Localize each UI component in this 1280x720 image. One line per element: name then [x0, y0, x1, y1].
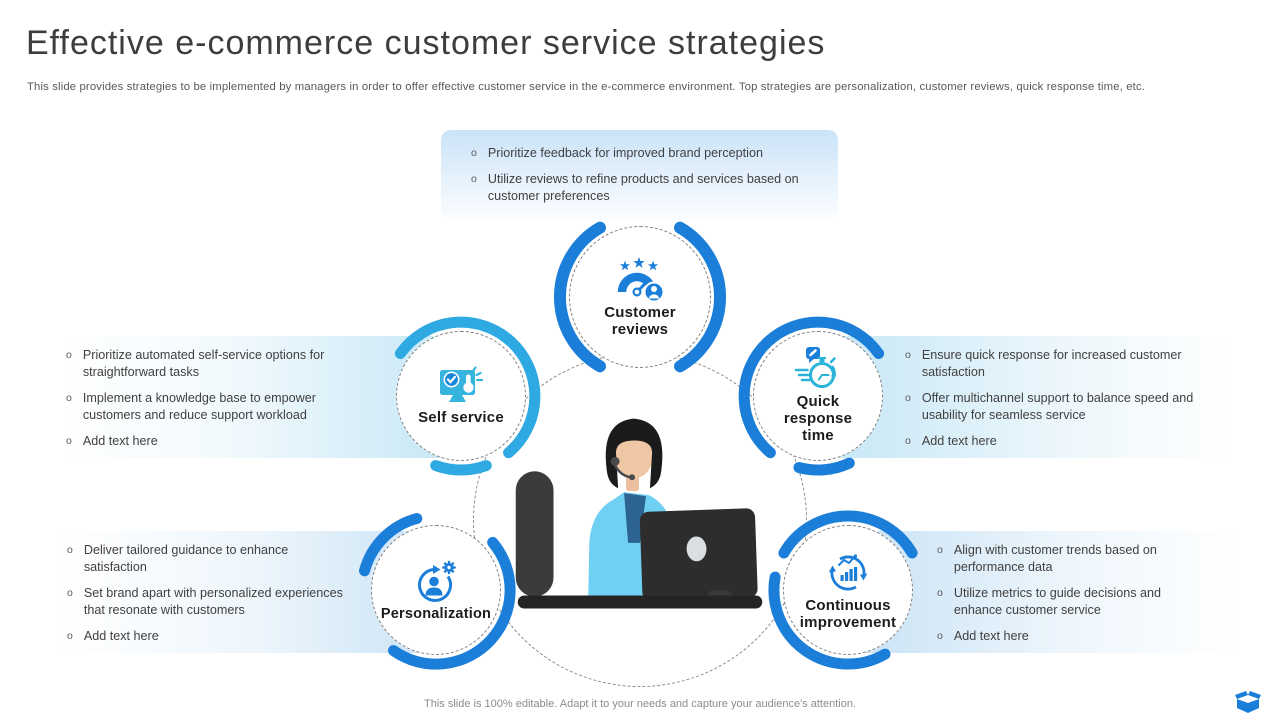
- list-item: o Prioritize automated self-service opti…: [66, 347, 455, 381]
- bullet-text: Offer multichannel support to balance sp…: [921, 391, 1194, 422]
- bullet-marker: o: [905, 349, 911, 361]
- bullet-text: Utilize reviews to refine products and s…: [487, 172, 799, 203]
- list-item: o Add text here: [67, 628, 451, 645]
- bullet-marker: o: [937, 587, 943, 599]
- bullet-marker: o: [67, 544, 73, 556]
- node-arc-decoration: [738, 316, 885, 476]
- list-item: o Set brand apart with personalized expe…: [67, 585, 451, 619]
- bullet-text: Add text here: [921, 434, 997, 448]
- page-title: Effective e-commerce customer service st…: [26, 24, 826, 62]
- support-agent-illustration: [515, 418, 763, 609]
- bullet-marker: o: [66, 435, 72, 447]
- list-item: o Utilize metrics to guide decisions and…: [937, 585, 1245, 619]
- node-quick-response-time: Quick response time: [733, 311, 903, 481]
- node-circle: Quick response time: [753, 331, 883, 461]
- node-label: Customer reviews: [604, 303, 676, 338]
- bullet-marker: o: [66, 349, 72, 361]
- node-circle: Personalization: [371, 525, 501, 655]
- list-item: o Prioritize feedback for improved brand…: [471, 145, 818, 162]
- list-item: o Implement a knowledge base to empower …: [66, 390, 455, 424]
- bullet-text: Ensure quick response for increased cust…: [921, 348, 1182, 379]
- customer-reviews-icon: [617, 256, 665, 302]
- node-label: Self service: [418, 409, 504, 427]
- bullet-marker: o: [66, 392, 72, 404]
- personalization-icon: [418, 561, 456, 603]
- node-arc-decoration: [554, 221, 726, 373]
- node-arc-decoration: [768, 510, 918, 670]
- node-arc-decoration: [359, 513, 516, 670]
- open-box-icon: [1233, 688, 1263, 719]
- node-label: Quick response time: [783, 393, 853, 444]
- page-subtitle: This slide provides strategies to be imp…: [27, 81, 1146, 93]
- node-personalization: Personalization: [351, 505, 521, 675]
- node-circle: Continuous improvement: [783, 525, 913, 655]
- bullet-text: Deliver tailored guidance to enhance sat…: [83, 543, 289, 574]
- bullet-text: Prioritize automated self-service option…: [82, 348, 325, 379]
- node-arc-decoration: [394, 316, 541, 476]
- list-item: o Align with customer trends based on pe…: [937, 542, 1245, 576]
- bullet-text: Add text here: [953, 629, 1029, 643]
- quick-response-icon: [794, 347, 837, 389]
- node-circle: Self service: [396, 331, 526, 461]
- bullet-marker: o: [67, 587, 73, 599]
- node-continuous-improvement: Continuous improvement: [763, 505, 933, 675]
- bullet-marker: o: [937, 544, 943, 556]
- node-circle: Customer reviews: [569, 226, 711, 368]
- bullet-marker: o: [67, 630, 73, 642]
- list-item: o Add text here: [66, 433, 455, 450]
- bullet-text: Prioritize feedback for improved brand p…: [487, 146, 763, 160]
- bullet-marker: o: [937, 630, 943, 642]
- bullet-marker: o: [471, 147, 477, 159]
- bullet-text: Implement a knowledge base to empower cu…: [82, 391, 316, 422]
- node-label: Continuous improvement: [799, 596, 897, 631]
- bullet-marker: o: [471, 173, 477, 185]
- callout-customer-reviews: o Prioritize feedback for improved brand…: [441, 130, 838, 222]
- bullet-text: Set brand apart with personalized experi…: [83, 586, 343, 617]
- bullet-marker: o: [905, 435, 911, 447]
- node-self-service: Self service: [376, 311, 546, 481]
- node-label: Personalization: [380, 606, 492, 623]
- self-service-icon: [440, 366, 484, 403]
- list-item: o Offer multichannel support to balance …: [905, 390, 1238, 424]
- continuous-improvement-icon: [828, 554, 868, 591]
- bullet-text: Add text here: [83, 629, 159, 643]
- list-item: o Add text here: [937, 628, 1245, 645]
- callout-self-service: o Prioritize automated self-service opti…: [55, 336, 455, 458]
- bullet-text: Utilize metrics to guide decisions and e…: [953, 586, 1162, 617]
- list-item: o Add text here: [905, 433, 1238, 450]
- list-item: o Utilize reviews to refine products and…: [471, 171, 818, 205]
- list-item: o Ensure quick response for increased cu…: [905, 347, 1238, 381]
- bullet-text: Align with customer trends based on perf…: [953, 543, 1157, 574]
- node-customer-reviews: Customer reviews: [550, 207, 730, 387]
- footer-note: This slide is 100% editable. Adapt it to…: [424, 698, 856, 710]
- list-item: o Deliver tailored guidance to enhance s…: [67, 542, 451, 576]
- bullet-marker: o: [905, 392, 911, 404]
- callout-quick-response-time: o Ensure quick response for increased cu…: [826, 336, 1238, 458]
- bullet-text: Add text here: [82, 434, 158, 448]
